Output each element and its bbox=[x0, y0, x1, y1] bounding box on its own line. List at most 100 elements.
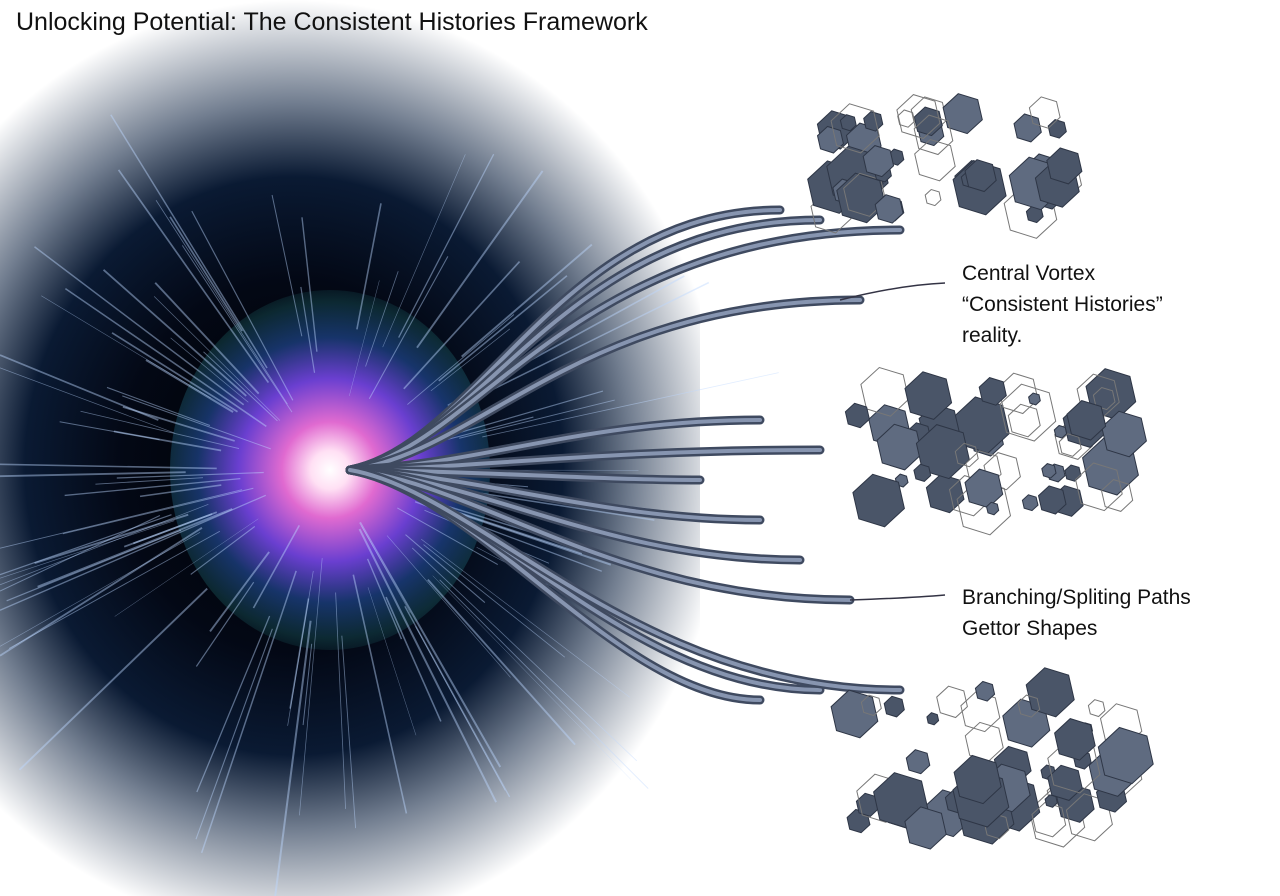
light-ray bbox=[145, 359, 234, 413]
light-rays bbox=[0, 114, 779, 896]
polyhedron-shape bbox=[954, 442, 979, 468]
polyhedron-shape bbox=[874, 194, 904, 224]
light-ray bbox=[461, 243, 593, 358]
light-ray bbox=[110, 114, 268, 369]
light-ray bbox=[386, 535, 511, 678]
light-ray bbox=[335, 592, 346, 809]
polyhedron-shape bbox=[839, 114, 857, 132]
polyhedron-shape bbox=[1092, 386, 1116, 411]
polyhedron-shape bbox=[852, 473, 905, 528]
polyhedron-shape bbox=[862, 145, 895, 178]
light-ray bbox=[0, 489, 243, 549]
light-ray bbox=[133, 513, 213, 545]
light-ray bbox=[195, 581, 255, 667]
light-ray bbox=[430, 328, 511, 392]
light-ray bbox=[398, 153, 495, 338]
light-ray bbox=[64, 287, 267, 428]
light-ray bbox=[439, 579, 649, 789]
path-tube bbox=[345, 205, 785, 475]
polyhedron-shape bbox=[942, 93, 983, 135]
vortex-label: Central Vortex “Consistent Histories” re… bbox=[962, 258, 1262, 351]
polyhedron-shape bbox=[913, 463, 932, 482]
light-ray bbox=[95, 477, 203, 485]
polyhedron-shape bbox=[1064, 464, 1082, 482]
light-ray bbox=[415, 626, 506, 791]
light-ray bbox=[358, 528, 498, 803]
polyhedron-shape bbox=[926, 712, 940, 726]
polyhedron-shape bbox=[883, 695, 905, 718]
light-ray bbox=[113, 430, 222, 452]
light-ray bbox=[301, 217, 318, 352]
light-ray bbox=[423, 544, 566, 658]
light-ray bbox=[0, 471, 186, 478]
light-ray bbox=[114, 518, 259, 617]
path-tube-highlight bbox=[348, 468, 852, 602]
light-ray bbox=[368, 256, 449, 399]
light-ray bbox=[122, 406, 235, 442]
polyhedron-shape bbox=[1101, 410, 1147, 458]
polyhedron-shape bbox=[830, 103, 880, 154]
light-ray bbox=[404, 605, 511, 798]
polyhedron-shape bbox=[897, 109, 916, 128]
polyhedron-shape bbox=[1013, 113, 1042, 143]
path-tube-highlight bbox=[348, 228, 902, 472]
light-ray bbox=[8, 530, 221, 649]
page-title: Unlocking Potential: The Consistent Hist… bbox=[16, 8, 648, 36]
light-ray bbox=[361, 526, 411, 614]
light-ray bbox=[117, 169, 270, 384]
light-ray bbox=[122, 395, 271, 450]
polyhedron-shape bbox=[844, 402, 870, 429]
path-tube bbox=[345, 225, 905, 475]
polyhedron-shape bbox=[1053, 424, 1068, 439]
light-ray bbox=[111, 332, 238, 413]
path-tube-highlight bbox=[348, 468, 902, 692]
polyhedron-shape bbox=[1054, 718, 1096, 761]
light-ray bbox=[196, 615, 271, 793]
light-ray bbox=[62, 487, 254, 535]
polyhedron-shape bbox=[1047, 739, 1101, 794]
light-ray bbox=[170, 337, 249, 403]
polyhedron-shape bbox=[863, 111, 884, 132]
polyhedron-shape bbox=[1058, 433, 1082, 457]
light-ray bbox=[407, 314, 515, 405]
light-ray bbox=[34, 513, 189, 565]
light-ray bbox=[252, 524, 300, 609]
vortex-label-line: “Consistent Histories” bbox=[962, 293, 1163, 316]
light-ray bbox=[382, 154, 466, 348]
light-ray bbox=[37, 508, 233, 588]
polyhedron-shape bbox=[978, 377, 1007, 406]
light-ray bbox=[0, 532, 201, 647]
light-ray bbox=[349, 280, 380, 397]
polyhedron-shape bbox=[896, 94, 941, 140]
polyhedron-shape bbox=[1046, 147, 1083, 185]
polyhedron-shape bbox=[956, 479, 1012, 536]
light-ray bbox=[0, 504, 209, 586]
light-ray bbox=[300, 286, 316, 373]
light-ray bbox=[0, 514, 172, 576]
light-ray bbox=[0, 527, 203, 657]
polyhedron-shape bbox=[1041, 463, 1057, 479]
light-ray bbox=[0, 463, 217, 470]
light-ray bbox=[34, 246, 245, 406]
light-ray bbox=[0, 494, 267, 611]
light-ray bbox=[356, 203, 382, 330]
light-ray bbox=[181, 245, 293, 413]
light-ray bbox=[475, 281, 710, 399]
light-ray bbox=[416, 170, 544, 349]
polyhedron-shape bbox=[904, 371, 953, 420]
polyhedron-shape bbox=[953, 754, 1002, 805]
light-ray bbox=[359, 521, 502, 768]
branching-leader-line bbox=[849, 594, 946, 601]
light-ray bbox=[155, 200, 288, 405]
light-ray bbox=[203, 351, 278, 422]
light-ray bbox=[0, 354, 159, 421]
light-ray bbox=[191, 210, 294, 401]
polyhedron-shape bbox=[1028, 392, 1041, 406]
light-ray bbox=[366, 558, 403, 640]
light-ray bbox=[403, 260, 521, 390]
light-ray bbox=[123, 511, 218, 548]
polyhedron-shape bbox=[1007, 403, 1041, 438]
polyhedron-shape bbox=[1075, 462, 1123, 512]
polyhedron-shape bbox=[1044, 794, 1058, 808]
